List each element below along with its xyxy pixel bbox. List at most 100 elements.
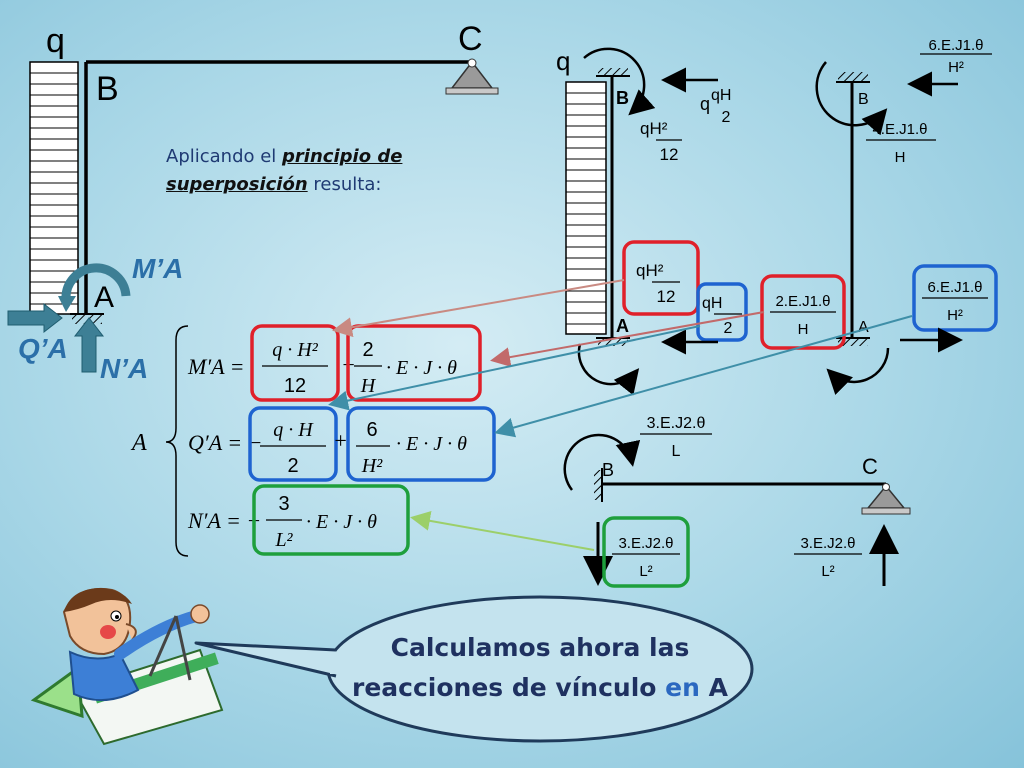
case1-top-shear-q: q: [700, 94, 710, 114]
beam-node-b: B: [602, 460, 614, 480]
beam-reaction-b-num: 3.E.J2.θ: [618, 535, 673, 552]
case2-bottom-moment-num: 2.E.J1.θ: [775, 293, 830, 310]
case1-top-moment-arrow: [583, 47, 656, 116]
case2-top-moment-den: H: [895, 149, 906, 166]
m-term1-box: [250, 324, 340, 402]
engineer-illustration: [30, 588, 224, 746]
intro-text: Aplicando el principio de superposición …: [166, 143, 466, 199]
case2-top-moment-arrow: [815, 61, 888, 136]
beam-reaction-b-den: L²: [639, 563, 652, 580]
equation-system: A M′A = q · H² 12 − 2 H · E · J · θ Q′A …: [130, 324, 496, 557]
intro-term2: superposición: [166, 174, 308, 195]
q-term1-box: [248, 406, 338, 482]
connector-blue-1: [328, 325, 701, 411]
speech-line-2: reacciones de vínculo en A: [330, 668, 750, 708]
system-brace: [165, 325, 189, 557]
intro-prefix: Aplicando el: [166, 146, 277, 167]
q-term2-tail: · E · J · θ: [396, 433, 467, 455]
speech-line-2-b: A: [708, 673, 729, 702]
beam-moment-num: 3.E.J2.θ: [647, 415, 706, 432]
moment-reaction-arrow: [61, 263, 131, 301]
q-term1-numerator: q · H: [273, 419, 314, 441]
q-term2-numerator: 6: [366, 419, 377, 441]
n-term-box: [252, 484, 410, 556]
beam-case: B C 3.E.J2.θ L 3.E.J2.θ L² 3.E.J2.θ L²: [563, 415, 911, 588]
load-q-label: q: [46, 22, 65, 60]
speech-line-2-en: en: [665, 673, 700, 702]
case2-top-shear-den: H²: [948, 59, 964, 76]
case1-bottom-moment-den: 12: [657, 287, 676, 306]
case2-top-shear-num: 6.E.J1.θ: [928, 37, 983, 54]
m-term2-denominator: H: [360, 375, 377, 397]
case2-node-a: A: [858, 319, 869, 336]
n-term-numerator: 3: [278, 493, 289, 515]
column-load-case: q B A q qH 2 qH² 12 qH² 12 qH 2: [556, 46, 748, 396]
node-c-label: C: [458, 20, 483, 58]
intro-suffix: resulta:: [313, 174, 382, 195]
m-equation-lhs: M′A =: [187, 354, 245, 379]
case1-bottom-shear-num: qH: [702, 295, 722, 312]
intro-term1: principio de: [282, 146, 403, 167]
n-term-denominator: L²: [274, 529, 293, 551]
speech-bubble-text: Calculamos ahora las reacciones de víncu…: [330, 628, 750, 708]
beam-pin-support-c: [861, 483, 911, 515]
case1-bottom-moment-num: qH²: [636, 261, 664, 280]
q-term2-box: [346, 406, 496, 482]
speech-line-1: Calculamos ahora las: [390, 633, 690, 662]
beam-moment-den: L: [672, 443, 681, 460]
node-a-label: A: [94, 281, 114, 314]
beam-reaction-c-num: 3.E.J2.θ: [800, 535, 855, 552]
system-label: A: [130, 430, 147, 456]
fixed-support-a: [72, 314, 102, 324]
column-rotation-case: B A 6.E.J1.θ H² 4.E.J1.θ H 2.E.J1.θ H 6.…: [760, 37, 998, 395]
connector-red-1: [332, 279, 625, 338]
case2-bottom-moment-arrow: [826, 347, 890, 395]
shear-reaction-label: Q’A: [18, 333, 68, 364]
case1-bottom-shear-den: 2: [724, 320, 733, 337]
q-term1-denominator: 2: [287, 455, 298, 477]
case1-bottom-shear-box: [696, 282, 748, 342]
beam-node-c: C: [862, 454, 878, 479]
case2-top-moment-num: 4.E.J1.θ: [872, 121, 927, 138]
case1-top-moment-num: qH²: [640, 119, 668, 138]
m-term2-tail: · E · J · θ: [386, 357, 457, 379]
case1-top-moment-den: 12: [660, 145, 679, 164]
case1-bottom-moment-arrow: [577, 343, 640, 396]
normal-reaction-label: N’A: [100, 353, 148, 384]
m-term1-denominator: 12: [284, 375, 306, 397]
m-term1-numerator: q · H²: [272, 339, 318, 361]
distributed-load-block: [29, 61, 79, 315]
case1-top-shear-num: qH: [711, 87, 731, 104]
shear-reaction-arrow: [7, 302, 63, 334]
beam-moment-arrow: [563, 433, 641, 491]
n-term-tail: · E · J · θ: [306, 511, 377, 533]
beam-reaction-b-box: [602, 516, 690, 588]
connector-red-2: [490, 311, 765, 368]
case2-bottom-shear-den: H²: [947, 307, 963, 324]
case2-bottom-shear-num: 6.E.J1.θ: [927, 279, 982, 296]
m-term2-box: [346, 324, 482, 402]
normal-reaction-arrow: [73, 317, 105, 373]
pin-support-c: [445, 58, 499, 95]
speech-line-2-a: reacciones de vínculo: [351, 673, 657, 702]
moment-reaction-label: M’A: [132, 253, 183, 284]
case1-node-b: B: [616, 88, 629, 108]
case1-bottom-moment-box: [622, 240, 700, 316]
m-term2-numerator: 2: [362, 339, 373, 361]
case2-node-b: B: [858, 91, 869, 108]
speech-bubble: [194, 595, 754, 743]
connector-blue-2: [494, 315, 913, 438]
q-term2-denominator: H²: [361, 455, 383, 477]
case2-bottom-moment-den: H: [798, 321, 809, 338]
svg-text:+: +: [333, 428, 348, 453]
case1-top-shear-den: 2: [722, 109, 731, 126]
n-equation-lhs: N′A = −: [187, 508, 261, 533]
case1-q-label: q: [556, 46, 570, 76]
connector-green: [410, 510, 595, 551]
main-frame: q B C A M’A Q’A N’A: [7, 20, 499, 384]
compass-icon: [148, 615, 178, 677]
case1-node-a: A: [616, 316, 629, 336]
connector-arrows: [328, 279, 913, 551]
beam-reaction-c-den: L²: [821, 563, 834, 580]
